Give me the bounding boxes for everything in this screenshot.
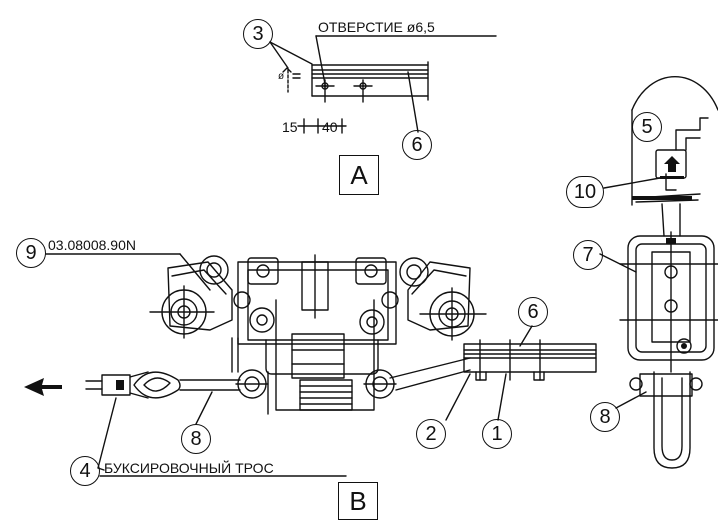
tow-cable-label: БУКСИРОВОЧНЫЙ ТРОС: [104, 460, 274, 476]
view-a-marker: A: [339, 155, 379, 195]
dimension-15: 15: [282, 119, 298, 135]
dimension-40: 40: [322, 119, 338, 135]
callout-5: 5: [632, 112, 662, 142]
direction-arrow: [24, 378, 62, 396]
callout-6-main: 6: [518, 297, 548, 327]
left-side-plate: [149, 255, 279, 339]
detail-a-rail: [269, 35, 497, 134]
right-side-plate: [355, 257, 487, 341]
hole-diameter-mark: ø: [278, 71, 285, 82]
callout-8-side: 8: [590, 402, 620, 432]
callout-2: 2: [416, 419, 446, 449]
callout-10: 10: [566, 176, 604, 208]
callout-7: 7: [573, 240, 603, 270]
callout-1: 1: [482, 419, 512, 449]
tow-hook-and-cable: [85, 371, 241, 399]
view-b-marker: B: [338, 482, 378, 520]
callout-9: 9: [16, 238, 46, 268]
hole-note: ОТВЕРСТИЕ ø6,5: [318, 19, 435, 35]
callout-6-detail: 6: [402, 130, 432, 160]
main-leaders: [45, 253, 533, 477]
side-detail-body: [599, 231, 718, 469]
bottom-rollers: [235, 369, 397, 399]
part-code: 03.08008.90N: [48, 237, 136, 253]
callout-3: 3: [243, 19, 273, 49]
callout-4: 4: [70, 456, 100, 486]
callout-8-main: 8: [181, 424, 211, 454]
side-detail-zoom: [603, 76, 718, 237]
right-rail-assembly: [389, 339, 597, 391]
